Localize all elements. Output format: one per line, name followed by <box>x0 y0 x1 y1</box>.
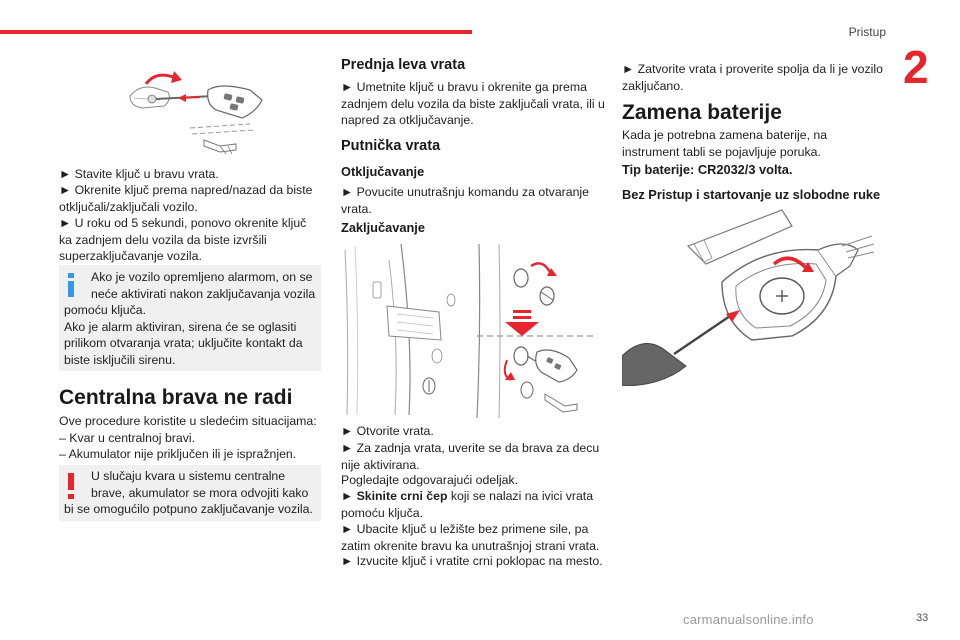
info-icon <box>65 271 77 299</box>
remove-cap-bold: ► Skinite crni čep <box>341 489 448 503</box>
battery-type: Tip baterije: CR2032/3 volta. <box>622 162 793 177</box>
warning-line-2: brave, akumulator se mora odvojiti kako <box>91 486 309 500</box>
chapter-number: 2 <box>903 41 929 93</box>
lock-title: Zaključavanje <box>341 220 425 235</box>
info-line-5: prilikom otvaranja vrata; uključite kont… <box>64 336 303 350</box>
step-turn-key: ► Okrenite ključ prema napred/nazad da b… <box>59 183 313 214</box>
info-line-3: pomoću ključa. <box>64 303 147 317</box>
battery-intro: Kada je potrebna zamena baterije, na ins… <box>622 128 828 159</box>
step-child-lock: ► Za zadnja vrata, uverite se da brava z… <box>341 441 600 472</box>
warning-note: U slučaju kvara u sistemu centralne brav… <box>59 465 321 521</box>
step-open-door: ► Otvorite vrata. <box>341 424 434 438</box>
info-line-6: biste isključili sirenu. <box>64 353 176 367</box>
info-note: Ako je vozilo opremljeno alarmom, on se … <box>59 265 321 371</box>
situation-2: – Akumulator nije priključen ili je ispr… <box>59 447 297 461</box>
key-turn-illustration <box>129 71 263 155</box>
heading-central-lock: Centralna brava ne radi <box>59 386 293 409</box>
warning-icon <box>65 473 77 501</box>
keyless-title: Bez Pristup i startovanje uz slobodne ru… <box>622 187 881 202</box>
heading-battery: Zamena baterije <box>622 101 782 124</box>
watermark: carmanualsonline.info <box>683 612 814 627</box>
situation-1: – Kvar u centralnoj bravi. <box>59 431 196 445</box>
top-accent-bar <box>0 30 472 34</box>
step-superlock: ► U roku od 5 sekundi, ponovo okrenite k… <box>59 216 307 264</box>
info-line-2: neće aktivirati nakon zaključavanja vozi… <box>91 287 316 301</box>
section-title: Pristup <box>848 25 886 39</box>
unlock-title: Otključavanje <box>341 164 425 179</box>
unlock-text: ► Povucite unutrašnju komandu za otvaran… <box>341 185 590 216</box>
step-remove-key: ► Izvucite ključ i vratite crni poklopac… <box>341 554 603 568</box>
step-insert-key: ► Stavite ključ u bravu vrata. <box>59 167 219 181</box>
passenger-door-title: Putnička vrata <box>341 138 441 154</box>
warning-line-1: U slučaju kvara u sistemu centralne <box>91 469 286 483</box>
step-remove-cap: ► Skinite crni čep koji se nalazi na ivi… <box>341 488 603 521</box>
info-line-4: Ako je alarm aktiviran, sirena će se ogl… <box>64 320 297 334</box>
situations-intro: Ove procedure koristite u sledećim situa… <box>59 414 317 428</box>
front-door-text: ► Umetnite ključ u bravu i okrenite ga p… <box>341 80 605 128</box>
page-number: 33 <box>916 612 929 624</box>
warning-line-3: bi se omogućilo potpuno zaključavanje vo… <box>64 502 313 516</box>
info-line-1: Ako je vozilo opremljeno alarmom, on se <box>91 270 313 284</box>
front-door-title: Prednja leva vrata <box>341 57 466 73</box>
door-edge-illustration <box>344 243 597 418</box>
remove-cap-rest: koji se nalazi na ivici vrata pomoću klj… <box>341 489 594 520</box>
step-insert-key-cap: ► Ubacite ključ u ležište bez primene si… <box>341 522 600 553</box>
battery-replacement-illustration <box>622 209 875 386</box>
step-see-section: Pogledajte odgovarajući odeljak. <box>341 473 519 487</box>
close-door-text: ► Zatvorite vrata i proverite spolja da … <box>622 62 883 93</box>
